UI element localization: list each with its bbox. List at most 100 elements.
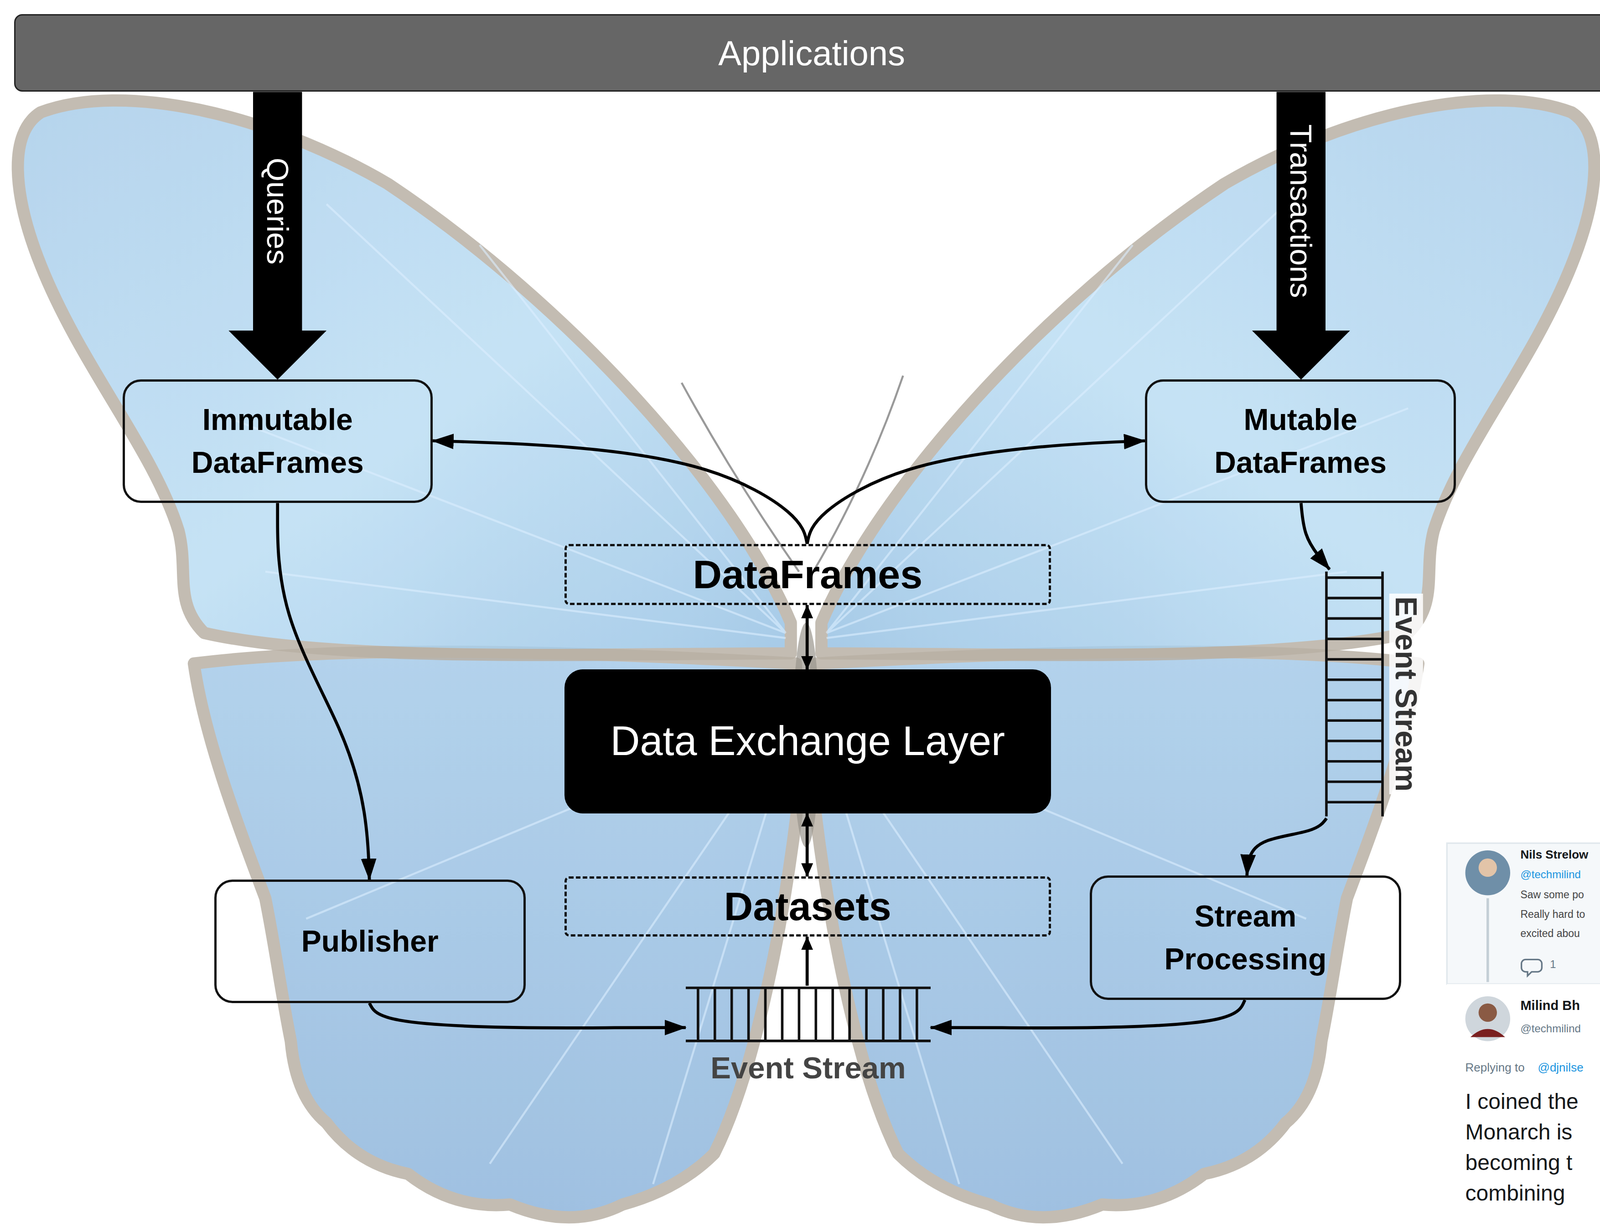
connector-line — [807, 440, 1145, 544]
avatar-face — [1478, 1003, 1497, 1022]
queue-line — [1381, 571, 1385, 817]
event-stream: Event Stream — [1322, 569, 1429, 819]
connector — [1300, 502, 1330, 570]
node-label: Event Stream — [710, 1051, 906, 1085]
queue-line — [747, 987, 751, 1041]
tweet-text: becoming t — [1465, 1149, 1573, 1176]
queue-line — [1326, 739, 1383, 743]
node-label: Data Exchange Layer — [610, 718, 1006, 764]
queue-line — [814, 987, 818, 1041]
queue-line — [1326, 800, 1383, 804]
queue-line — [797, 987, 801, 1041]
queue-line — [1326, 637, 1383, 641]
edge-label: Transactions — [1284, 124, 1318, 299]
dashed-group: DataFrames — [564, 543, 1052, 606]
node-label: Stream Processing — [1135, 895, 1355, 981]
node-label: Immutable DataFrames — [168, 398, 388, 484]
process-box: Immutable DataFrames — [122, 379, 433, 503]
node-label: Publisher — [301, 920, 439, 964]
thread-line — [1486, 898, 1490, 983]
queue-line — [1326, 780, 1383, 783]
tweet-text: Replying to — [1465, 1061, 1525, 1075]
app-bar: Applications — [14, 14, 1600, 92]
node-label: DataFrames — [692, 552, 923, 597]
tweet-text: excited abou — [1520, 927, 1580, 940]
connector — [277, 502, 370, 880]
avatar-body — [1470, 1029, 1506, 1038]
queue-line — [781, 987, 784, 1041]
queue-line — [1326, 576, 1383, 580]
connector-line — [805, 813, 809, 877]
queue-line — [1326, 760, 1383, 763]
tweet-text: I coined the — [1465, 1088, 1579, 1114]
connector — [369, 1003, 686, 1029]
queue-line — [848, 987, 851, 1041]
process-box: Publisher — [214, 879, 526, 1004]
queue-line — [685, 1039, 931, 1043]
queue-line — [685, 986, 931, 989]
butterfly-wings — [17, 100, 802, 1217]
node-label: Applications — [718, 34, 906, 73]
tweet-text: @djnilse — [1537, 1061, 1584, 1075]
connector — [1247, 818, 1327, 876]
bar-arrow-shaft — [253, 91, 302, 331]
connector-line — [432, 440, 808, 544]
queue-line — [1326, 616, 1383, 620]
connector-line — [805, 605, 809, 670]
queue-line — [898, 987, 902, 1041]
connector-line — [369, 1003, 686, 1029]
tweet-text: 1 — [1549, 957, 1556, 971]
avatar-face — [1478, 858, 1497, 877]
tweet-text: Really hard to — [1520, 908, 1585, 921]
bar-arrow-head — [1252, 330, 1351, 380]
queue-line — [764, 987, 767, 1041]
connector-line — [1247, 818, 1327, 876]
edge-label: Queries — [260, 157, 295, 265]
queue-line — [1325, 571, 1328, 817]
tweet-text: combining — [1465, 1180, 1566, 1206]
queue-line — [1326, 678, 1383, 682]
bar-arrow-shaft — [1276, 91, 1326, 331]
connector-line — [930, 999, 1245, 1028]
exchange-layer: Data Exchange Layer — [564, 669, 1052, 814]
queue-line — [696, 987, 700, 1041]
connector — [930, 999, 1245, 1028]
queue-line — [831, 987, 834, 1041]
connector — [1252, 91, 1351, 380]
connector — [807, 605, 808, 670]
connector — [228, 91, 327, 380]
tweet-panel — [1446, 983, 1600, 1227]
queue-line — [1326, 698, 1383, 702]
reply-icon — [1521, 959, 1543, 976]
fore-wing — [17, 100, 791, 655]
tweet-text: @techmilind — [1520, 868, 1581, 881]
node-label: Event Stream — [1389, 593, 1424, 795]
tweet-card — [1446, 843, 1600, 984]
queue-line — [864, 987, 868, 1041]
node-label: Mutable DataFrames — [1190, 398, 1410, 484]
queue-line — [915, 987, 919, 1041]
connector-line — [805, 936, 809, 986]
bar-arrow-head — [228, 330, 327, 380]
queue-line — [1326, 719, 1383, 722]
dashed-group: Datasets — [564, 876, 1052, 937]
connector — [432, 440, 808, 544]
queue-symbol — [685, 985, 931, 1043]
avatar — [1465, 850, 1511, 896]
connector-line — [1300, 502, 1330, 570]
tweet-text: Nils Strelow — [1520, 848, 1589, 862]
node-label: Datasets — [724, 884, 892, 929]
connector — [807, 813, 808, 877]
process-box: Stream Processing — [1089, 875, 1402, 1000]
tweet-text: Milind Bh — [1520, 998, 1580, 1014]
event-stream: Event Stream — [685, 985, 931, 1098]
avatar — [1465, 996, 1511, 1042]
connector-line — [277, 502, 370, 880]
tweet-text: @techmilind — [1520, 1022, 1581, 1036]
queue-line — [730, 987, 734, 1041]
tweet-text: Saw some po — [1520, 888, 1584, 901]
tweet-text: Monarch is — [1465, 1119, 1573, 1145]
queue-line — [881, 987, 885, 1041]
